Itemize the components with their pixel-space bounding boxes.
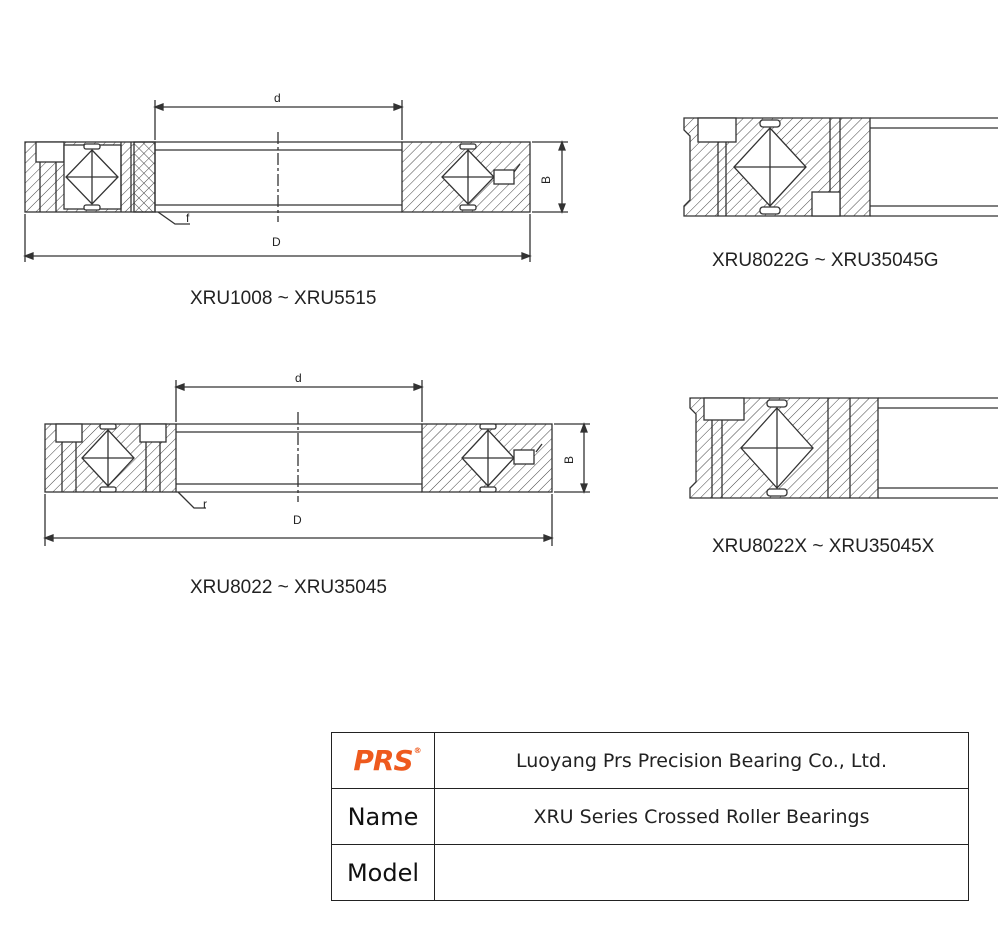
technical-drawing: d D B f (23, 91, 998, 546)
prs-logo: PRS® (353, 744, 421, 777)
caption-xru8022: XRU8022 ~ XRU35045 (190, 577, 387, 598)
label-r: r (203, 497, 207, 511)
info-table: PRS® Luoyang Prs Precision Bearing Co., … (331, 732, 969, 901)
registered-mark: ® (413, 746, 422, 755)
label-f: f (186, 211, 190, 225)
company-name: Luoyang Prs Precision Bearing Co., Ltd. (434, 732, 969, 789)
caption-xru1008: XRU1008 ~ XRU5515 (190, 288, 377, 309)
label-B1: B (539, 176, 553, 184)
diagram-xru1008 (23, 100, 568, 262)
model-value (434, 844, 969, 901)
caption-xru8022x: XRU8022X ~ XRU35045X (712, 536, 935, 557)
model-label: Model (331, 844, 435, 901)
label-d1: d (274, 91, 281, 105)
name-value: XRU Series Crossed Roller Bearings (434, 788, 969, 845)
name-label: Name (331, 788, 435, 845)
diagram-xru8022g (683, 117, 998, 217)
label-B2: B (562, 456, 576, 464)
caption-xru8022g: XRU8022G ~ XRU35045G (712, 250, 939, 271)
label-D1: D (272, 235, 281, 249)
logo-cell: PRS® (331, 732, 435, 789)
diagram-xru8022 (43, 380, 590, 546)
label-d2: d (295, 371, 302, 385)
diagram-xru8022x (689, 397, 998, 499)
label-D2: D (293, 513, 302, 527)
